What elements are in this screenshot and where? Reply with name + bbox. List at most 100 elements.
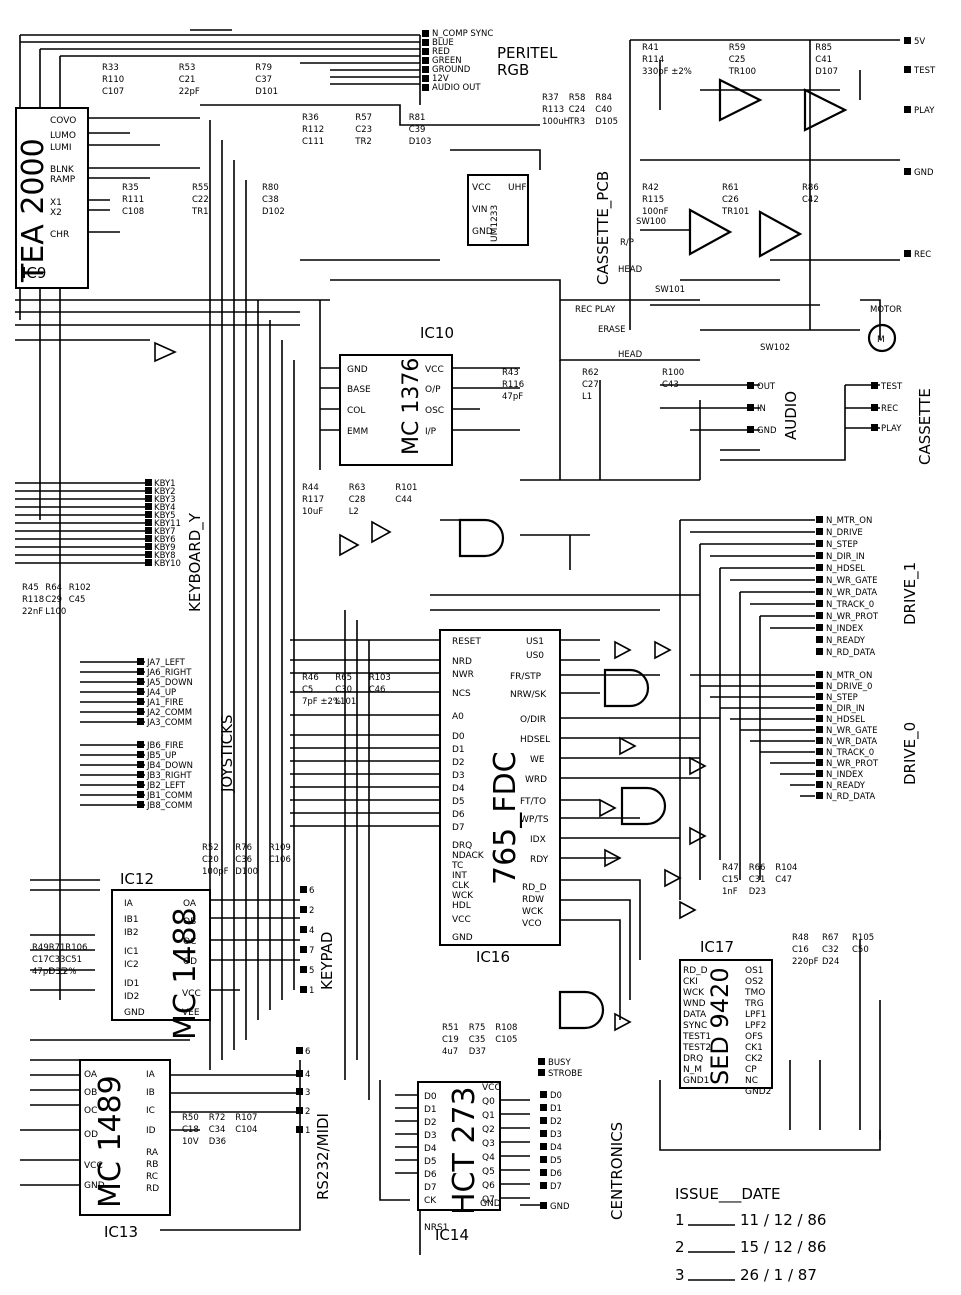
diode-label: D36 [209, 1137, 226, 1147]
drive1-pin [816, 588, 823, 595]
component-value-label: 7pF ±2% [302, 697, 341, 707]
tea-pin-blnk: BLNK [50, 165, 75, 175]
js-pin [137, 688, 144, 695]
rs232-pin [296, 1107, 303, 1114]
drive0-pin [816, 792, 823, 799]
component-labels: R33R35R36R37R41R42R43R44R45R46R47R48R49R… [22, 43, 874, 1147]
peritel-pin [422, 57, 429, 64]
sed-pin: NC [745, 1076, 758, 1086]
peritel-signal: GREEN [432, 56, 462, 66]
drive0-pin [816, 748, 823, 755]
fdc-pin: RDY [530, 855, 549, 865]
kb-pin [145, 511, 152, 518]
capacitor-label: C50 [852, 945, 869, 955]
resistor-label: R101 [395, 483, 417, 493]
sed-pin: DATA [683, 1010, 707, 1020]
revision-issue: 2 [675, 1238, 685, 1256]
mc1376-pin-op: O/P [425, 385, 441, 395]
js-pin [137, 708, 144, 715]
sed-pin: WND [683, 999, 706, 1009]
capacitor-label: C37 [255, 75, 272, 85]
fdc-pin: NRD [452, 657, 472, 667]
cassette-label: SW102 [760, 343, 790, 353]
drive0-signal: N_DRIVE_0 [826, 682, 872, 692]
cent-signal: D5 [550, 1156, 562, 1166]
fdc-left-labels: RESET NRD NWR NCS A0 D0 D1 D2 D3 D4 D5 D… [451, 637, 485, 943]
peritel-signal: AUDIO OUT [432, 83, 481, 93]
resistor-label: R46 [302, 673, 319, 683]
fdc-pin: HDSEL [520, 735, 550, 745]
mc1489-pin: RB [146, 1160, 158, 1170]
cassette-pcb-title: CASSETTE_PCB [594, 171, 613, 285]
tea-pin-x2: X2 [50, 208, 62, 218]
fdc-pin: D3 [452, 771, 465, 781]
fdc-pin: D7 [452, 823, 465, 833]
peritel-pin [422, 48, 429, 55]
js-pin [137, 668, 144, 675]
revision-date: 11 / 12 / 86 [740, 1211, 826, 1229]
mc1488-pin: GND [124, 1008, 145, 1018]
rs232-connector: RS232/MIDI 6 4 3 2 1 [296, 1047, 332, 1200]
nand-gate [558, 990, 605, 1030]
drive0-pin [816, 737, 823, 744]
mc1489-pin: IA [146, 1070, 156, 1080]
fdc-pin: VCO [522, 919, 542, 929]
drive0-connector: DRIVE_0 N_MTR_ON N_DRIVE_0 N_STEP N_DIR_… [816, 671, 920, 802]
mc1376-body [339, 354, 453, 466]
sed-pin: WCK [683, 988, 705, 998]
kb-pin [145, 559, 152, 566]
js-signal: JA7_LEFT [146, 658, 186, 668]
keyboard-title: KEYBOARD_Y [186, 512, 205, 612]
capacitor-label: C108 [122, 207, 144, 217]
fdc-pin: WP/TS [520, 815, 549, 825]
resistor-label: R64 [45, 583, 62, 593]
diode-label: D105 [595, 117, 618, 127]
drive0-pin [816, 759, 823, 766]
resistor-label: R44 [302, 483, 319, 493]
component-value-label: 1nF [722, 887, 738, 897]
resistor-label: R55 [192, 183, 209, 193]
uhf-modulator: UM1233 VCC VIN GND UHF [467, 174, 529, 246]
mc1488-pin: IA [124, 899, 134, 909]
cassette-connector: CASSETTE TEST REC PLAY [871, 382, 934, 465]
capacitor-label: C26 [722, 195, 739, 205]
fdc-body [439, 629, 561, 946]
js-pin [137, 718, 144, 725]
fdc-pin: D6 [452, 810, 465, 820]
centronics-title: CENTRONICS [608, 1122, 626, 1220]
resistor-label: R48 [792, 933, 809, 943]
ic12-ref: IC12 [120, 870, 154, 888]
drive1-signal: N_READY [826, 636, 866, 646]
js-signal: JA3_COMM [146, 718, 192, 728]
opamp [803, 88, 848, 132]
peritel-title: PERITEL [497, 44, 558, 62]
fdc-pin: US1 [526, 637, 544, 647]
inverter [154, 341, 392, 557]
resistor-label: R116 [502, 380, 524, 390]
hct-pin: Q5 [482, 1167, 495, 1177]
cassette-signal: TEST [880, 382, 903, 392]
fdc-pin: D2 [452, 758, 465, 768]
cassette-pcb-signal: PLAY [914, 106, 935, 116]
drive1-signal: N_DIR_IN [826, 552, 865, 562]
drive1-pin [816, 636, 823, 643]
drive0-signal: N_DIR_IN [826, 704, 865, 714]
capacitor-label: C32 [822, 945, 839, 955]
js-pin [137, 761, 144, 768]
hct-pin: D0 [424, 1092, 437, 1102]
resistor-label: R114 [642, 55, 664, 65]
diode-label: D35 [49, 967, 66, 977]
resistor-label: R57 [355, 113, 372, 123]
capacitor-label: C22 [192, 195, 209, 205]
fdc-pin: O/DIR [520, 715, 546, 725]
drive0-signal: N_WR_PROT [826, 759, 879, 769]
uhf-name: UM1233 [490, 205, 500, 242]
fdc-pin: INT [452, 871, 467, 881]
resistor-label: R63 [349, 483, 366, 493]
inverter [614, 640, 707, 776]
keypad-pin [300, 946, 307, 953]
drive0-signal: N_MTR_ON [826, 671, 872, 681]
mc1488-pin: IB2 [124, 928, 139, 938]
kb-pin [145, 527, 152, 534]
diode-label: D102 [262, 207, 285, 217]
